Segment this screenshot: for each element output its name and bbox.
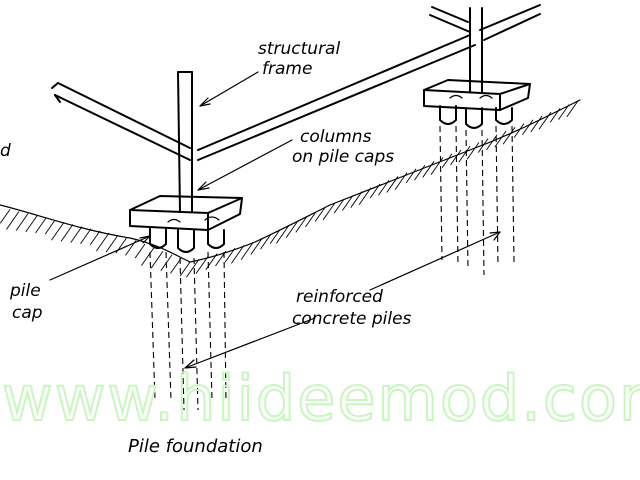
back-column	[469, 7, 483, 93]
back-pile-cap	[423, 79, 531, 129]
front-pile-cap	[129, 195, 243, 253]
leader-lines	[49, 71, 501, 369]
label-pile-cap-line2: cap	[12, 303, 43, 323]
back-piles	[439, 125, 515, 276]
diagram-caption: Pile foundation	[128, 436, 263, 457]
watermark-text: www.hiideemod.com	[2, 362, 640, 435]
label-structural-frame-line2: frame	[262, 59, 312, 79]
front-column	[177, 71, 193, 213]
label-edge-fragment: d	[0, 141, 11, 161]
label-columns-line1: columns	[300, 127, 372, 147]
label-piles-line2: concrete piles	[292, 309, 412, 329]
structural-frame	[51, 4, 541, 161]
label-columns-line2: on pile caps	[292, 147, 394, 167]
ground-hatching-left	[0, 204, 331, 278]
label-piles-line1: reinforced	[296, 287, 383, 307]
label-structural-frame-line1: structural	[258, 39, 340, 59]
front-piles	[149, 251, 227, 411]
label-pile-cap-line1: pile	[9, 281, 41, 301]
ground-hatching-right	[322, 99, 581, 221]
